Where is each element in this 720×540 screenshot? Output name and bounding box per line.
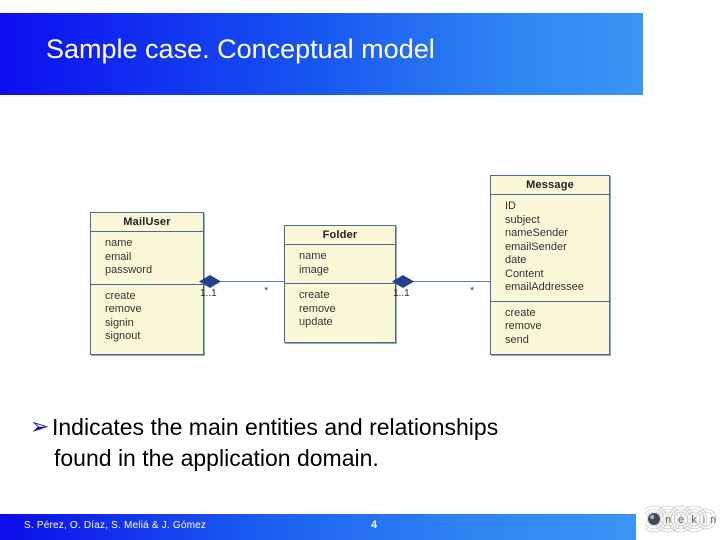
attribute: date <box>505 254 527 266</box>
class-name-folder: Folder <box>285 226 395 245</box>
bullet-line-1: Indicates the main entities and relation… <box>52 414 499 440</box>
operation: create <box>299 289 330 301</box>
class-box-folder[interactable]: Folder name image create remove update <box>284 225 396 343</box>
operation: signin <box>105 316 134 329</box>
attribute: nameSender <box>505 227 568 239</box>
operation: send <box>505 333 529 346</box>
multiplicity-source-folder-message: 1..1 <box>393 288 410 299</box>
attribute: name <box>105 237 133 249</box>
svg-text:k: k <box>691 514 697 526</box>
svg-text:e: e <box>678 514 684 526</box>
page-title: Sample case. Conceptual model <box>46 34 435 64</box>
svg-text:i: i <box>703 514 705 526</box>
svg-text:n: n <box>710 514 716 526</box>
class-attributes-message: ID subject nameSender emailSender date C… <box>491 195 609 302</box>
onekin-logo-icon: n e k i n <box>645 505 717 533</box>
multiplicity-target-folder-message: * <box>470 285 475 297</box>
composition-diamond-icon <box>392 275 414 288</box>
operation: remove <box>505 320 542 332</box>
operation: signout <box>105 330 141 342</box>
attribute: emailAddressee <box>505 281 584 293</box>
operation: update <box>299 316 333 328</box>
attribute: emailSender <box>505 240 567 253</box>
bullet-text: Indicates the main entities and relation… <box>52 412 498 474</box>
operation: remove <box>299 302 336 315</box>
attribute: name <box>299 250 327 262</box>
bullet-block: ➢ Indicates the main entities and relati… <box>30 412 710 474</box>
class-operations-message: create remove send <box>491 302 609 354</box>
attribute: subject <box>505 213 540 226</box>
multiplicity-target-mailuser-folder: * <box>264 285 269 297</box>
class-attributes-mailuser: name email password <box>91 232 203 285</box>
class-operations-folder: create remove update <box>285 284 395 336</box>
footer-authors: S. Pérez, O. Díaz, S. Meliá & J. Gómez <box>24 520 207 531</box>
footer-band <box>0 514 636 540</box>
attribute: password <box>105 264 153 276</box>
title-band <box>0 13 643 95</box>
class-box-mailuser[interactable]: MailUser name email password create remo… <box>90 212 204 355</box>
class-attributes-folder: name image <box>285 245 395 284</box>
svg-text:n: n <box>665 514 671 526</box>
onekin-logo: n e k i n <box>645 504 717 534</box>
page-number: 4 <box>371 519 378 531</box>
arrow-bullet-icon: ➢ <box>30 414 50 440</box>
operation: remove <box>105 303 142 315</box>
operation: create <box>505 306 536 319</box>
attribute: ID <box>505 200 516 212</box>
bullet-item: ➢ Indicates the main entities and relati… <box>30 412 710 474</box>
association-line-folder-message <box>396 281 492 282</box>
attribute: image <box>299 263 329 276</box>
operation: create <box>105 289 136 302</box>
bullet-line-2: found in the application domain. <box>54 445 379 471</box>
class-box-message[interactable]: Message ID subject nameSender emailSende… <box>490 175 610 355</box>
attribute: email <box>105 250 132 263</box>
association-line-mailuser-folder <box>204 281 286 282</box>
class-name-message: Message <box>491 176 609 195</box>
class-name-mailuser: MailUser <box>91 213 203 232</box>
multiplicity-source-mailuser-folder: 1..1 <box>200 288 217 299</box>
composition-diamond-icon <box>199 275 221 288</box>
class-operations-mailuser: create remove signin signout <box>91 285 203 350</box>
attribute: Content <box>505 267 544 280</box>
